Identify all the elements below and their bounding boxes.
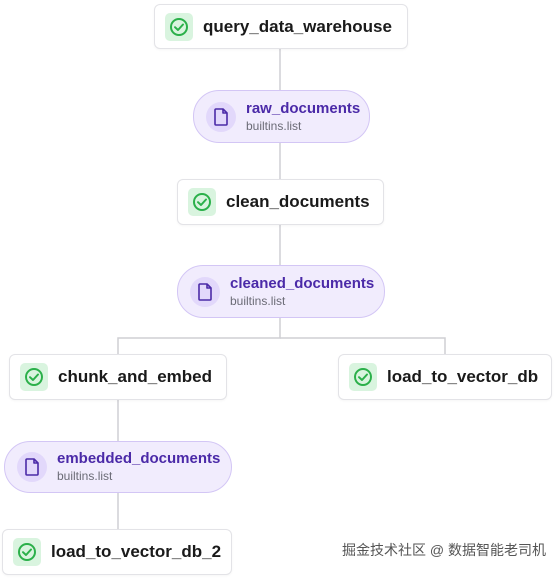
step-label: load_to_vector_db [387,367,539,386]
document-icon [17,452,47,482]
artifact-cleaned-documents[interactable]: cleaned_documents builtins.list [177,265,385,318]
check-circle-icon [13,538,41,566]
check-circle-icon [20,363,48,391]
step-label: chunk_and_embed [58,367,212,386]
step-label: load_to_vector_db_2 [51,542,222,561]
artifact-name: raw_documents [246,99,361,117]
watermark: 掘金技术社区 @ 数据智能老司机 [342,542,546,558]
step-clean-documents[interactable]: clean_documents [177,179,384,225]
artifact-raw-documents[interactable]: raw_documents builtins.list [193,90,370,143]
artifact-type: builtins.list [57,469,113,483]
step-load-to-vector-db[interactable]: load_to_vector_db [338,354,552,400]
document-icon [206,101,236,132]
step-load-to-vector-db-2[interactable]: load_to_vector_db_2 [2,529,232,575]
step-label: query_data_warehouse [203,16,392,36]
document-icon [190,276,220,307]
edge-cleaned-to-chunk [117,318,281,354]
edge-cleaned-to-load [280,337,446,354]
step-chunk-and-embed[interactable]: chunk_and_embed [9,354,227,400]
step-query-data-warehouse[interactable]: query_data_warehouse [154,4,408,49]
check-circle-icon [349,363,377,391]
artifact-name: embedded_documents [57,450,221,467]
step-label: clean_documents [226,192,370,211]
check-circle-icon [188,188,216,216]
artifact-embedded-documents[interactable]: embedded_documents builtins.list [4,441,232,493]
artifact-type: builtins.list [246,118,302,133]
check-circle-icon [165,12,193,41]
artifact-name: cleaned_documents [230,274,375,292]
artifact-type: builtins.list [230,293,286,308]
